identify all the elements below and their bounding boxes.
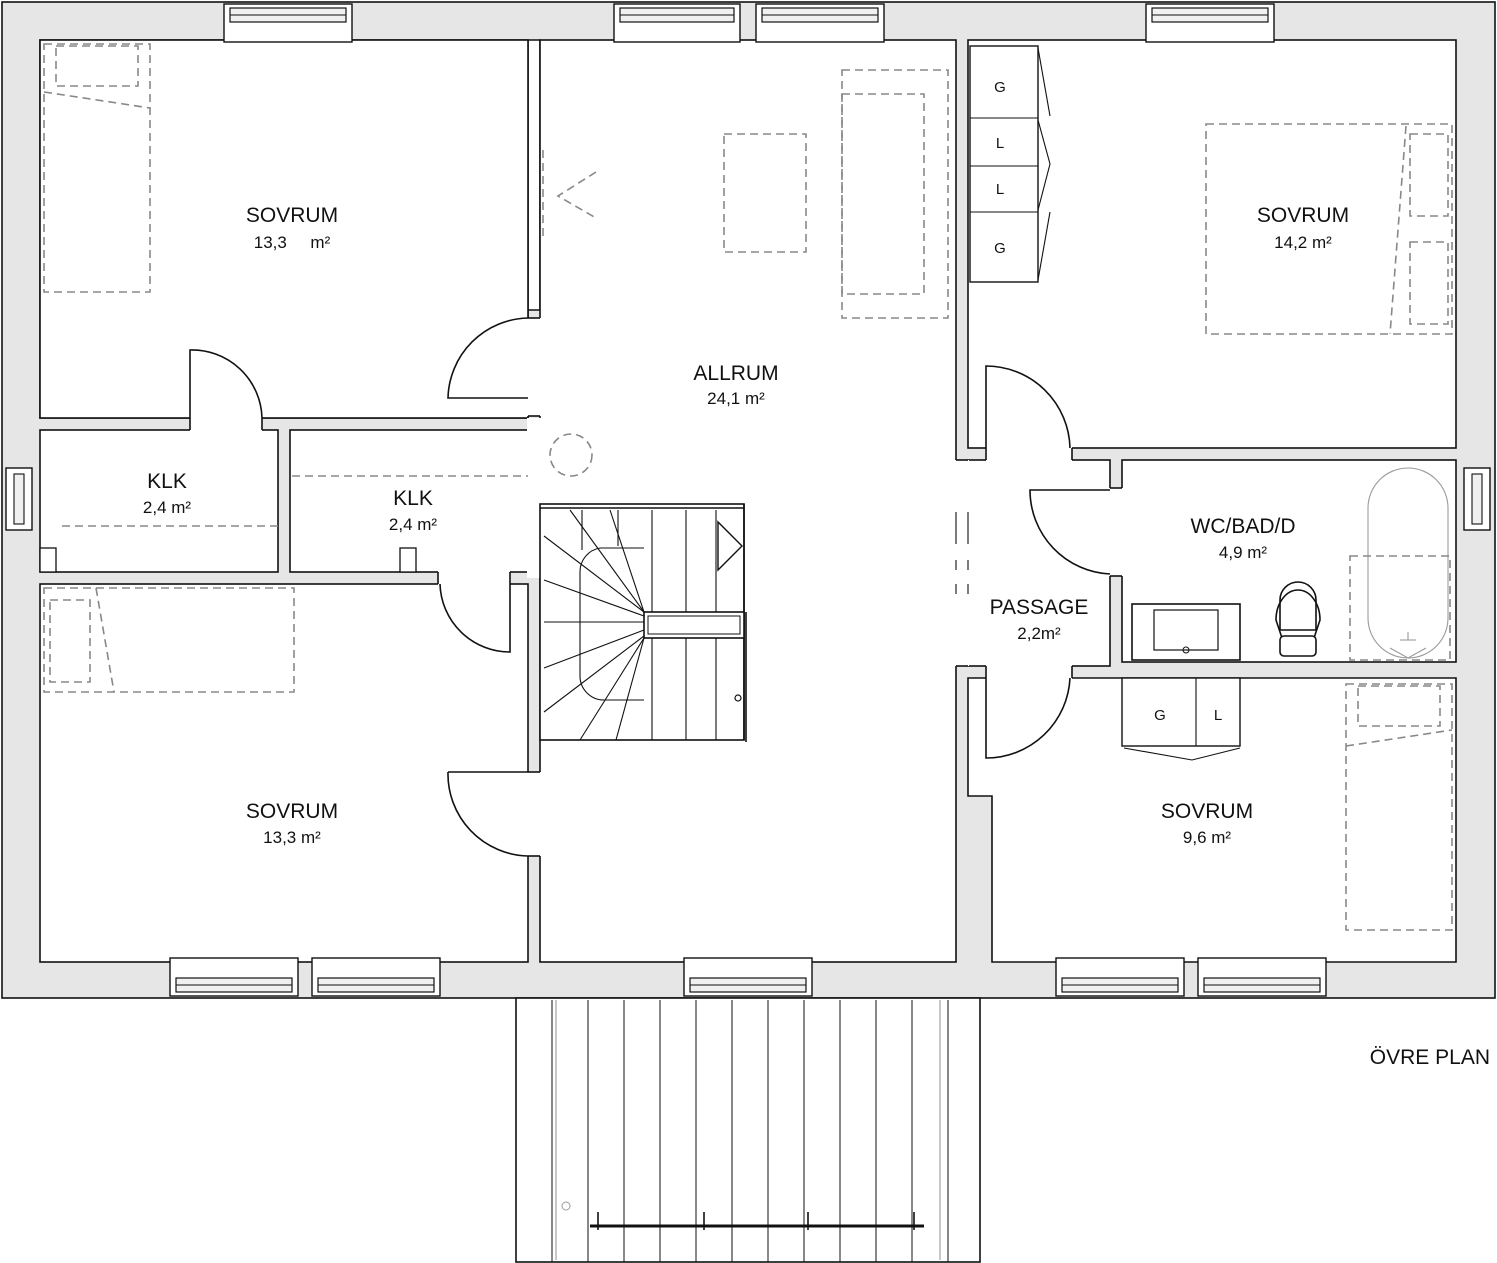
room-name: ALLRUM [693, 362, 778, 385]
window [1197, 957, 1327, 997]
room-name: SOVRUM [246, 204, 338, 227]
window [223, 3, 353, 43]
room-area: 13,3 m² [254, 233, 331, 252]
room-labels: SOVRUM 13,3 m² ALLRUM 24,1 m² SOVRUM 14,… [143, 204, 1349, 847]
wall-edges [189, 317, 1122, 857]
furniture [43, 43, 1453, 931]
room-name: WC/BAD/D [1191, 515, 1296, 538]
room-area: 4,9 m² [1219, 543, 1268, 562]
window [169, 957, 299, 997]
bathtub-icon [1349, 467, 1451, 661]
room-name: KLK [393, 487, 433, 510]
room-name: SOVRUM [246, 800, 338, 823]
wardrobe-label: L [996, 135, 1004, 152]
room-area: 9,6 m² [1183, 828, 1232, 847]
wardrobe-se: G L [1121, 677, 1241, 761]
window [613, 3, 741, 43]
plan-title: ÖVRE PLAN [1370, 1046, 1490, 1069]
room-name: KLK [147, 470, 187, 493]
toilet-icon [1275, 581, 1321, 657]
window [755, 3, 885, 43]
room-name: SOVRUM [1161, 800, 1253, 823]
wardrobe-label: L [996, 181, 1004, 198]
wardrobe-label: G [994, 240, 1006, 257]
windows [5, 3, 1491, 997]
staircase [539, 433, 747, 742]
room-area: 2,2m² [1017, 624, 1061, 643]
sink-basin [1153, 609, 1219, 651]
bathroom-fixtures [1131, 467, 1451, 661]
room-name: PASSAGE [990, 596, 1089, 619]
sink-cabinet [1131, 603, 1241, 661]
room-area: 24,1 m² [707, 389, 765, 408]
room-name: SOVRUM [1257, 204, 1349, 227]
window [5, 467, 33, 531]
window [1463, 467, 1491, 531]
window [1055, 957, 1185, 997]
window [683, 957, 813, 997]
room-floors [39, 39, 1457, 963]
wardrobe-ne: G L L G [969, 45, 1051, 283]
window [311, 957, 441, 997]
wardrobe-label: G [994, 79, 1006, 96]
wall-openings [190, 318, 1124, 856]
wardrobe-label: L [1214, 707, 1222, 724]
room-area: 2,4 m² [389, 515, 438, 534]
balcony [515, 997, 981, 1263]
room-area: 14,2 m² [1274, 233, 1332, 252]
doors [39, 317, 1111, 857]
wardrobe-label: G [1154, 707, 1166, 724]
room-area: 2,4 m² [143, 498, 192, 517]
window [1145, 3, 1275, 43]
room-area: 13,3 m² [263, 828, 321, 847]
